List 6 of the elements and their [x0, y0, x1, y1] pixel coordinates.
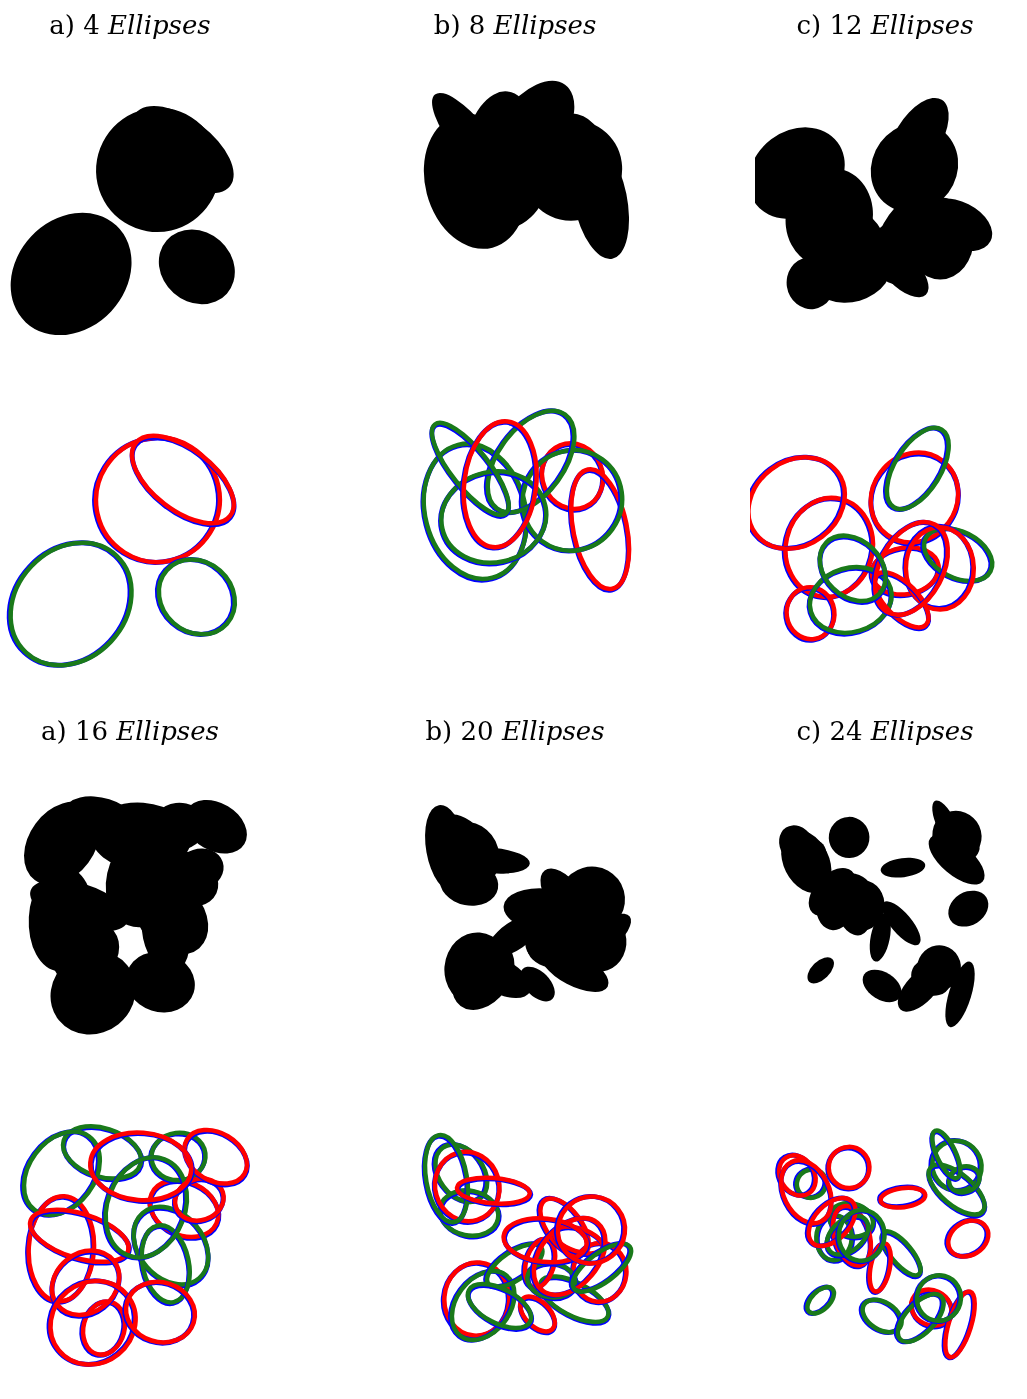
panel-caption: a) 4 Ellipses	[48, 10, 212, 40]
panel-caption: c) 24 Ellipses	[795, 716, 975, 746]
panel-caption: a) 16 Ellipses	[40, 716, 220, 746]
panel-caption: c) 12 Ellipses	[795, 10, 975, 40]
panel-caption: b) 8 Ellipses	[432, 10, 598, 40]
panel-caption: b) 20 Ellipses	[424, 716, 606, 746]
